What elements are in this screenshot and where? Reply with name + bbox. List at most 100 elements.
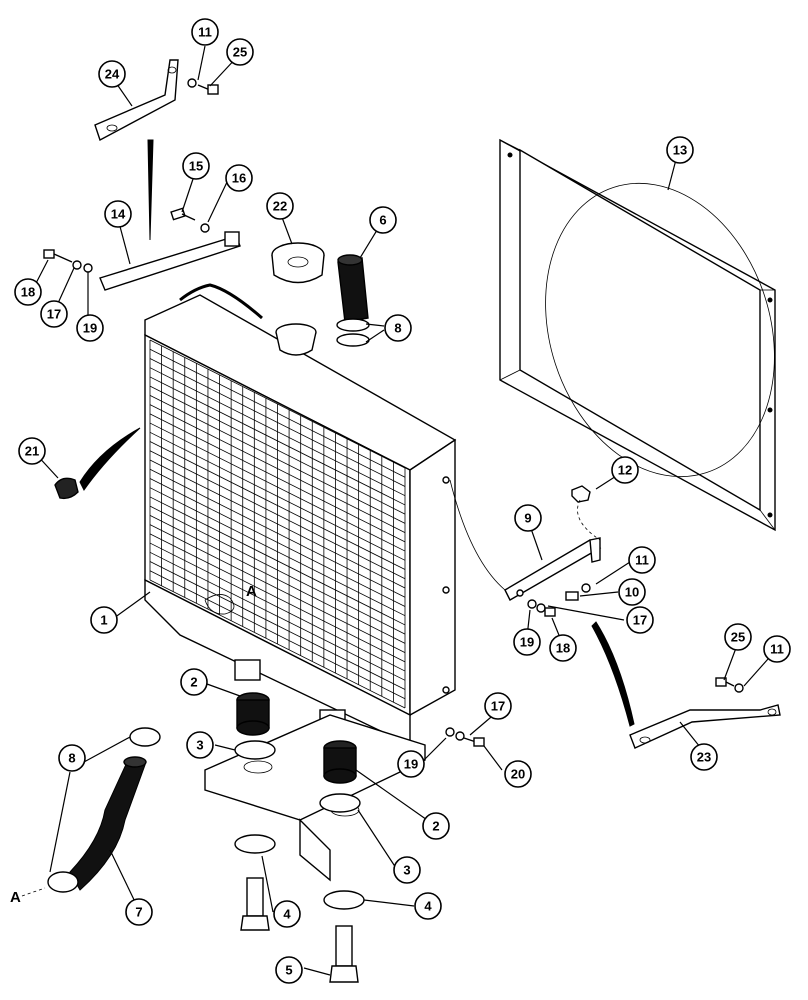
washer-3-upper: [234, 740, 276, 760]
nut-12: [571, 485, 591, 503]
callout-circle: [104, 200, 132, 228]
callout-circle: [58, 744, 86, 772]
radiator-fin: [149, 339, 406, 469]
callout-circle: [191, 18, 219, 46]
callout-c12: 12: [611, 456, 639, 484]
radiator-fin: [149, 551, 406, 681]
callout-c13: 13: [666, 136, 694, 164]
callout-number: 24: [105, 67, 120, 82]
callout-number: 11: [635, 553, 649, 568]
callout-circle: [226, 38, 254, 66]
callout-circle: [180, 668, 208, 696]
bolt-25-bottom: [715, 677, 744, 693]
callout-c15: 15: [182, 152, 210, 180]
radiator-fin: [149, 579, 406, 709]
radiator-fin: [149, 431, 406, 561]
bolts-right: [527, 583, 591, 617]
bolt-15: [170, 207, 210, 233]
callout-number: 6: [379, 213, 386, 228]
isolator-lower: [323, 740, 357, 784]
radiator-fin: [149, 533, 406, 663]
callout-number: 4: [283, 907, 291, 922]
callout-circle: [369, 206, 397, 234]
callout-c11a: 11: [191, 18, 219, 46]
callout-c25b: 25: [724, 623, 752, 651]
callout-c17a: 17: [40, 300, 68, 328]
filler-neck: [179, 283, 317, 356]
callout-number: 11: [198, 25, 212, 40]
callout-number: 23: [697, 750, 711, 765]
radiator-fin: [149, 496, 406, 626]
callout-c16: 16: [225, 164, 253, 192]
callout-c1: 1: [90, 606, 118, 634]
callout-c18b: 18: [549, 634, 577, 662]
callout-c24: 24: [98, 60, 126, 88]
callout-number: 25: [233, 45, 247, 60]
callout-circle: [422, 812, 450, 840]
marker-a-hose: A: [10, 889, 21, 906]
callout-number: 25: [731, 630, 745, 645]
callout-c8a: 8: [384, 314, 412, 342]
callout-number: 17: [47, 307, 61, 322]
radiator-fins: [149, 339, 406, 709]
callout-number: 5: [285, 963, 292, 978]
callout-c6: 6: [369, 206, 397, 234]
callout-circle: [397, 750, 425, 778]
callout-circle: [666, 136, 694, 164]
callout-number: 13: [673, 143, 687, 158]
radiator-cap: [271, 242, 325, 284]
callout-number: 14: [111, 207, 126, 222]
callout-c25a: 25: [226, 38, 254, 66]
callout-circle: [40, 300, 68, 328]
hose-clip: [54, 477, 79, 500]
radiator-fin: [149, 542, 406, 672]
callout-c19c: 19: [397, 750, 425, 778]
lower-hose-clamp-bottom: [47, 871, 79, 893]
callout-c2a: 2: [180, 668, 208, 696]
callout-c19b: 19: [513, 628, 541, 656]
callout-c17b: 17: [626, 606, 654, 634]
callout-circle: [273, 900, 301, 928]
radiator-fin: [149, 348, 406, 478]
radiator-fin: [149, 358, 406, 487]
callout-c14: 14: [104, 200, 132, 228]
callout-c8b: 8: [58, 744, 86, 772]
fan-shroud: [499, 138, 776, 532]
callout-c17c: 17: [484, 692, 512, 720]
callout-circle: [611, 456, 639, 484]
callout-circle: [514, 504, 542, 532]
callout-circle: [393, 856, 421, 884]
radiator-fin: [149, 570, 406, 700]
washer-4-lower: [323, 890, 365, 910]
callout-circle: [763, 635, 791, 663]
radiator-fin: [149, 376, 406, 506]
callout-number: 2: [190, 675, 197, 690]
callout-circle: [186, 731, 214, 759]
callout-circle: [266, 192, 294, 220]
callout-number: 4: [424, 899, 432, 914]
callout-circle: [414, 892, 442, 920]
callout-circle: [275, 956, 303, 984]
callout-number: 10: [625, 585, 639, 600]
callout-circle: [225, 164, 253, 192]
callout-c19a: 19: [76, 314, 104, 342]
marker-a-radiator: A: [246, 583, 257, 600]
callout-circle: [76, 314, 104, 342]
callout-circle: [628, 546, 656, 574]
callout-number: 3: [403, 863, 410, 878]
washer-3-lower: [319, 793, 361, 813]
mounting-plate: [204, 714, 426, 882]
callout-circle: [384, 314, 412, 342]
callout-c20: 20: [504, 760, 532, 788]
callout-c11b: 11: [628, 546, 656, 574]
callout-c4b: 4: [414, 892, 442, 920]
callout-circle: [98, 60, 126, 88]
arrow-21: [79, 427, 141, 491]
callout-number: 7: [135, 905, 142, 920]
radiator-fin: [149, 561, 406, 690]
callout-circle: [626, 606, 654, 634]
callout-number: 8: [68, 751, 75, 766]
callout-c21: 21: [18, 437, 46, 465]
callout-number: 1: [100, 613, 107, 628]
